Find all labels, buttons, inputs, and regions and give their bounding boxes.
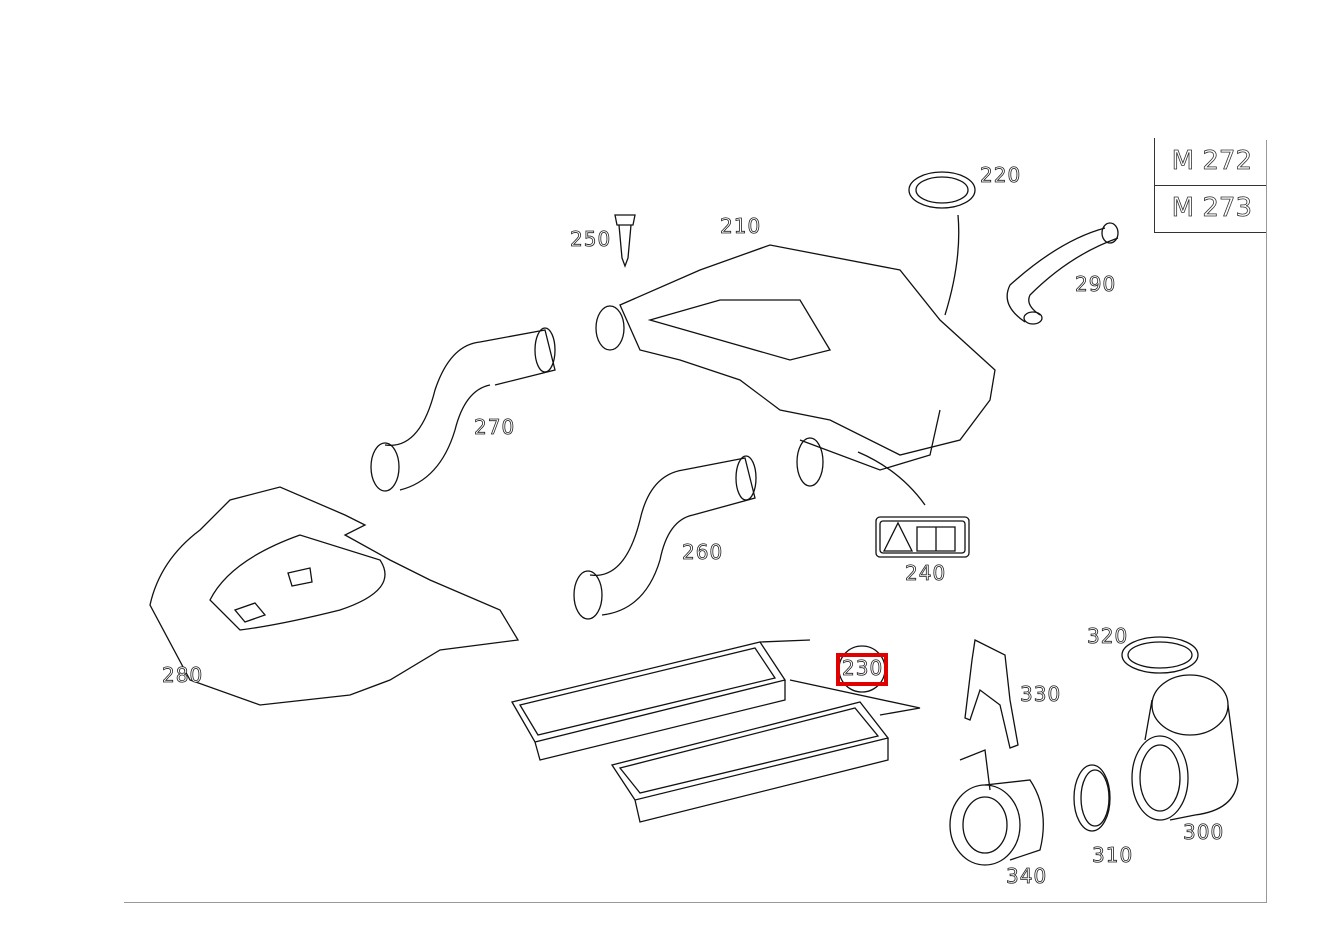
part-300-housing[interactable]	[1131, 674, 1239, 821]
part-label-310[interactable]: 310	[1092, 843, 1134, 867]
part-230-filter-elements[interactable]	[511, 639, 921, 823]
part-210-air-filter-housing[interactable]	[595, 244, 996, 506]
part-310-ring[interactable]	[1073, 764, 1111, 832]
part-label-330[interactable]: 330	[1020, 682, 1062, 706]
part-label-230[interactable]: 230	[842, 656, 884, 680]
part-270-intake-duct[interactable]	[370, 327, 556, 492]
part-250-screw[interactable]	[614, 214, 636, 268]
engine-variant-label: M 273	[1171, 193, 1252, 224]
part-330-gasket[interactable]	[964, 639, 1019, 749]
part-label-340[interactable]: 340	[1006, 864, 1048, 888]
part-label-280[interactable]: 280	[162, 663, 204, 687]
part-340-air-mass-sensor[interactable]	[949, 749, 1044, 866]
part-320-clamp[interactable]	[1121, 636, 1199, 674]
part-label-240[interactable]: 240	[905, 561, 947, 585]
frame-right-border	[1266, 140, 1267, 903]
part-label-250[interactable]: 250	[570, 227, 612, 251]
part-label-260[interactable]: 260	[682, 540, 724, 564]
part-240-warning-label[interactable]	[875, 516, 970, 558]
part-label-300[interactable]: 300	[1183, 820, 1225, 844]
engine-variant-m273: M 273	[1154, 185, 1266, 233]
part-label-320[interactable]: 320	[1087, 624, 1129, 648]
part-label-210[interactable]: 210	[720, 214, 762, 238]
engine-variant-m272: M 272	[1154, 138, 1266, 186]
part-label-220[interactable]: 220	[980, 163, 1022, 187]
frame-bottom-border	[124, 902, 1267, 903]
part-label-290[interactable]: 290	[1075, 272, 1117, 296]
part-290-hose[interactable]	[1006, 222, 1119, 325]
part-label-270[interactable]: 270	[474, 415, 516, 439]
part-260-intake-duct[interactable]	[573, 455, 757, 620]
highlight-box-230	[836, 653, 888, 686]
engine-variant-label: M 272	[1171, 146, 1252, 177]
part-280-engine-cover[interactable]	[149, 486, 520, 706]
part-220-seal-ring[interactable]	[908, 171, 976, 316]
